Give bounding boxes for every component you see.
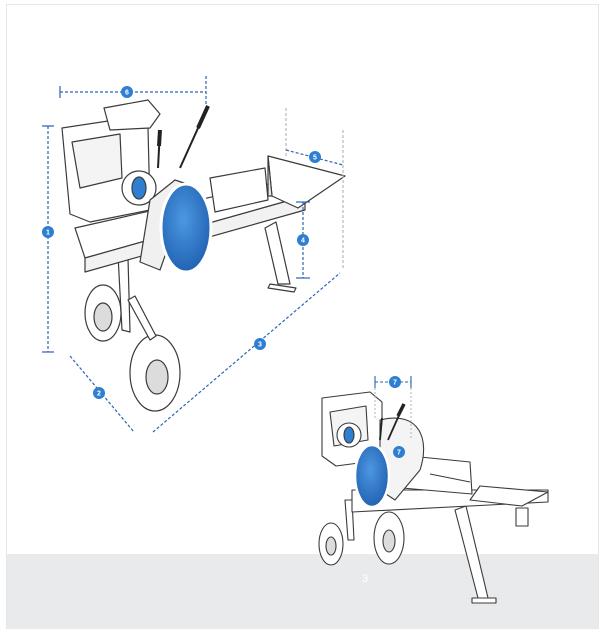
large-splitter [61,99,346,412]
floor-band [7,554,598,629]
callout-badge-4: 4 [297,234,309,246]
page-number: 3 [361,573,369,585]
callout-badge-3: 3 [254,338,266,350]
callout-label-7b: 7 [397,450,401,457]
callout-badge-7a: 7 [389,376,401,388]
callout-label-6: 6 [125,90,129,97]
callout-label-5: 5 [313,155,317,162]
engine-icon [61,99,161,223]
callout-label-2: 2 [97,391,101,398]
callout-badge-1: 1 [42,226,54,238]
callout-label-1: 1 [46,230,50,237]
callout-label-7a: 7 [393,380,397,387]
lever-icon [157,105,210,169]
wheel-icon [318,511,405,566]
callout-label-3: 3 [258,342,262,349]
callout-label-4: 4 [301,238,305,245]
wheel-icon [84,284,181,412]
lever-icon [379,403,406,441]
callout-badge-2: 2 [93,387,105,399]
stroke-dimension [374,376,412,440]
callout-badge-6: 6 [121,86,133,98]
callout-badge-5: 5 [309,151,321,163]
callout-badge-7b: 7 [393,446,405,458]
small-splitter [318,391,549,604]
